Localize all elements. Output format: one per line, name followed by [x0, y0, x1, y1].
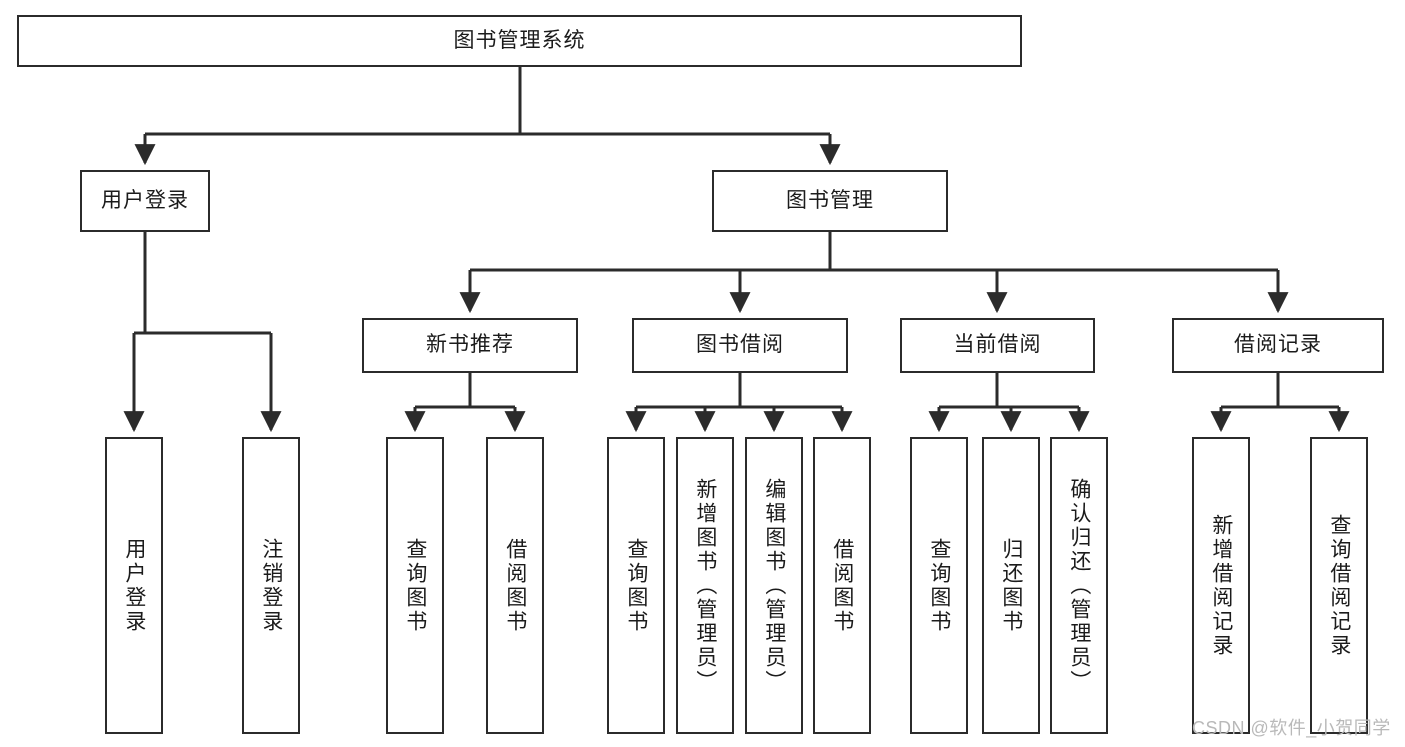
- node-user-login-do[interactable]: 用户登录: [105, 437, 163, 734]
- node-book-borrow[interactable]: 图书借阅: [632, 318, 848, 373]
- node-book-manage-label: 图书管理: [786, 188, 874, 212]
- node-nbr-borrow-book-label: 借阅图书: [503, 537, 527, 634]
- node-user-login[interactable]: 用户登录: [80, 170, 210, 232]
- node-borrow-record-label: 借阅记录: [1234, 333, 1322, 357]
- node-cb-return-book[interactable]: 归还图书: [982, 437, 1040, 734]
- node-br-add-record[interactable]: 新增借阅记录: [1192, 437, 1250, 734]
- node-bb-add-book[interactable]: 新增图书（管理员）: [676, 437, 734, 734]
- node-root[interactable]: 图书管理系统: [17, 15, 1022, 67]
- node-new-book-rec-label: 新书推荐: [426, 333, 514, 357]
- node-cb-confirm-return-label: 确认归还（管理员）: [1067, 477, 1091, 694]
- node-cb-return-book-label: 归还图书: [999, 537, 1023, 634]
- node-root-label: 图书管理系统: [453, 28, 586, 52]
- node-current-borrow[interactable]: 当前借阅: [900, 318, 1095, 373]
- node-current-borrow-label: 当前借阅: [953, 333, 1042, 357]
- node-bb-borrow-book-label: 借阅图书: [830, 537, 854, 634]
- node-user-logout-label: 注销登录: [259, 537, 283, 634]
- node-cb-query-book-label: 查询图书: [927, 537, 951, 634]
- node-borrow-record[interactable]: 借阅记录: [1172, 318, 1384, 373]
- node-br-add-record-label: 新增借阅记录: [1209, 513, 1233, 658]
- node-nbr-query-book-label: 查询图书: [403, 537, 427, 634]
- node-bb-query-book-label: 查询图书: [624, 537, 648, 634]
- node-bb-add-book-label: 新增图书（管理员）: [693, 477, 717, 694]
- node-nbr-borrow-book[interactable]: 借阅图书: [486, 437, 544, 734]
- node-user-login-label: 用户登录: [101, 188, 189, 212]
- node-br-query-record[interactable]: 查询借阅记录: [1310, 437, 1368, 734]
- node-user-logout[interactable]: 注销登录: [242, 437, 300, 734]
- node-bb-query-book[interactable]: 查询图书: [607, 437, 665, 734]
- node-user-login-do-label: 用户登录: [122, 537, 146, 634]
- node-cb-confirm-return[interactable]: 确认归还（管理员）: [1050, 437, 1108, 734]
- node-nbr-query-book[interactable]: 查询图书: [386, 437, 444, 734]
- node-book-borrow-label: 图书借阅: [696, 333, 784, 357]
- node-bb-edit-book-label: 编辑图书（管理员）: [762, 477, 786, 694]
- csdn-watermark: CSDN @软件_小贺同学: [1192, 718, 1391, 738]
- node-book-manage[interactable]: 图书管理: [712, 170, 948, 232]
- node-cb-query-book[interactable]: 查询图书: [910, 437, 968, 734]
- node-br-query-record-label: 查询借阅记录: [1327, 513, 1351, 658]
- node-bb-borrow-book[interactable]: 借阅图书: [813, 437, 871, 734]
- node-new-book-rec[interactable]: 新书推荐: [362, 318, 578, 373]
- node-bb-edit-book[interactable]: 编辑图书（管理员）: [745, 437, 803, 734]
